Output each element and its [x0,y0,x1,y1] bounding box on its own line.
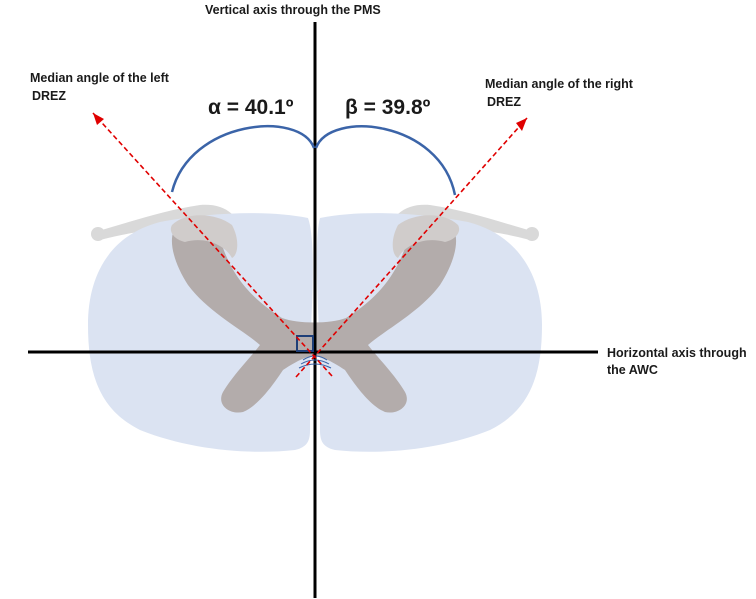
right-drez-label-line2: DREZ [487,95,521,109]
central-canal-arc-3 [298,363,332,369]
central-canal-square [296,335,314,352]
horizontal-axis-label-line1: Horizontal axis through [607,346,747,360]
right-dorsal-horn-tip [392,215,460,258]
right-root-tip [525,227,539,241]
left-root-tip [91,227,105,241]
left-drez-dashed-line [92,112,333,377]
horizontal-axis-label-line2: the AWC [607,363,658,377]
beta-angle-label: β = 39.8º [345,96,431,119]
right-arrowhead [516,118,527,131]
left-drez-label-line2: DREZ [32,89,66,103]
central-canal-arc-2 [300,359,330,365]
alpha-angle-label: α = 40.1º [208,96,294,119]
left-arrowhead [93,113,104,125]
vertical-axis-label: Vertical axis through the PMS [205,3,381,17]
left-dorsal-horn-tip [170,215,238,258]
left-drez-label-line1: Median angle of the left [30,71,170,85]
beta-arc [314,125,457,196]
alpha-arc [170,124,316,193]
right-drez-label-line1: Median angle of the right [485,77,634,91]
right-drez-dashed-line [295,117,528,378]
